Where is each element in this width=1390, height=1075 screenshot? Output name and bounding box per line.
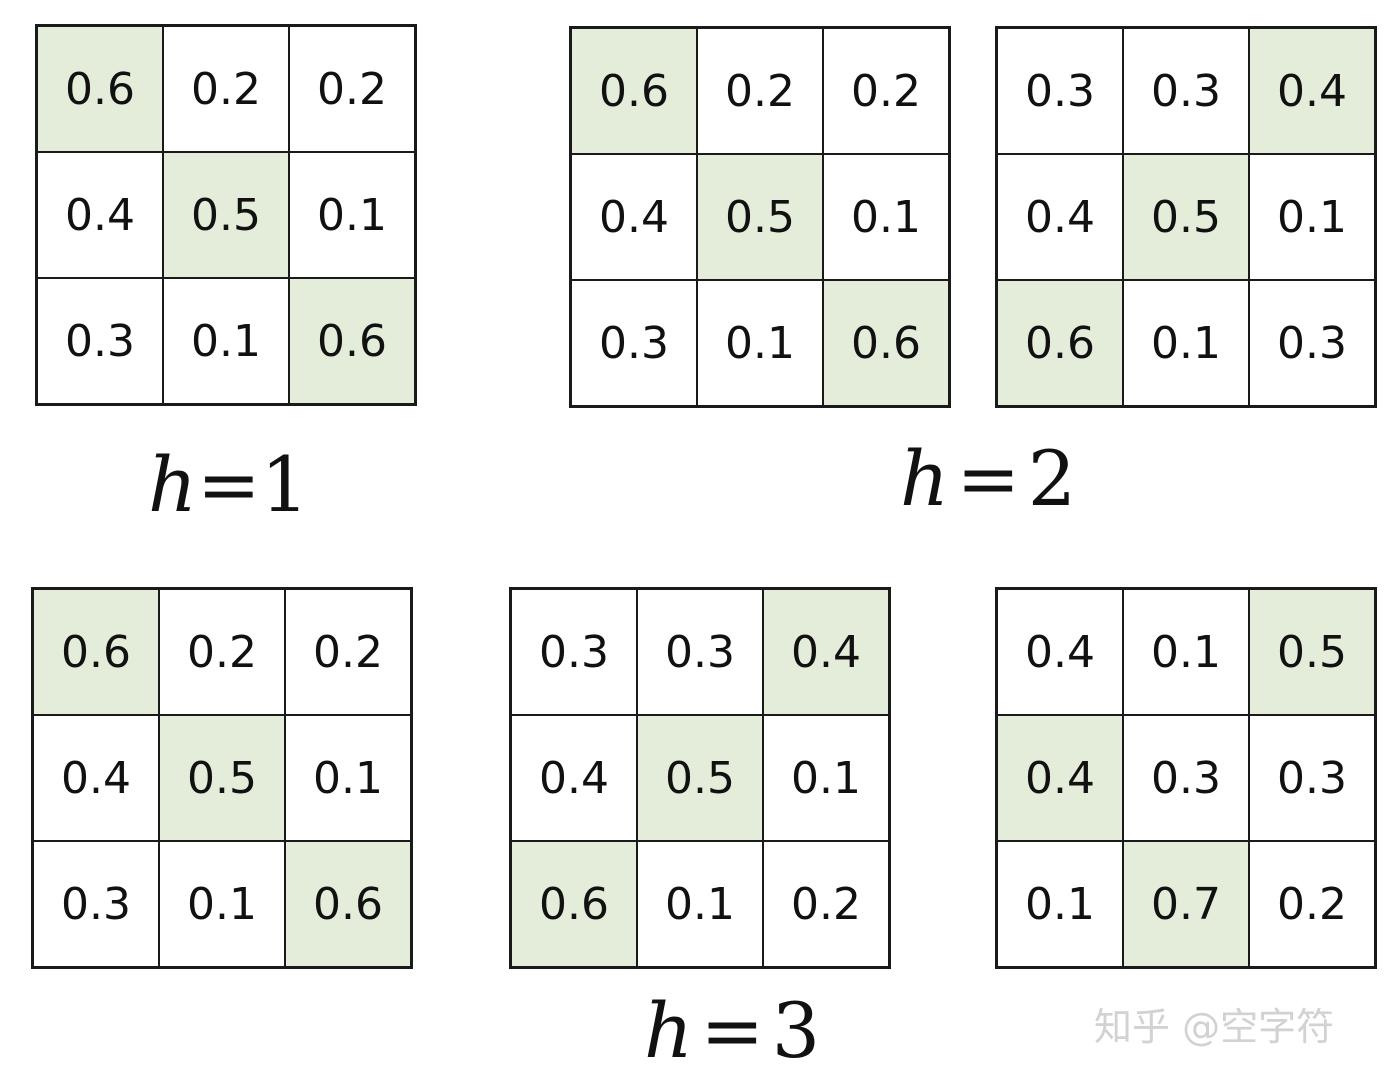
matrix-cell: 0.1 (1123, 589, 1249, 715)
matrix-cell: 0.5 (159, 715, 285, 841)
matrix-cell: 0.3 (571, 280, 697, 406)
caption-h3: h = 3 (644, 986, 820, 1075)
matrix-cell: 0.2 (285, 589, 411, 715)
matrix-cell: 0.3 (637, 589, 763, 715)
matrix-cell: 0.4 (1249, 28, 1375, 154)
caption-variable: h (148, 440, 197, 529)
matrix-cell: 0.5 (697, 154, 823, 280)
matrix-cell: 0.7 (1123, 841, 1249, 967)
caption-h2: h = 2 (900, 434, 1076, 523)
matrix-cell: 0.2 (697, 28, 823, 154)
matrix-cell: 0.1 (163, 278, 289, 404)
caption-variable: h (900, 434, 949, 523)
matrix-cell: 0.1 (1123, 280, 1249, 406)
matrix-cell: 0.1 (159, 841, 285, 967)
matrix-cell: 0.1 (637, 841, 763, 967)
matrix-cell: 0.5 (1249, 589, 1375, 715)
matrix-cell: 0.2 (763, 841, 889, 967)
matrix-cell: 0.2 (289, 26, 415, 152)
caption-equals: = (700, 986, 765, 1075)
matrix-cell: 0.4 (37, 152, 163, 278)
caption-value: 3 (771, 986, 821, 1075)
matrix-cell: 0.6 (511, 841, 637, 967)
matrix-cell: 0.2 (823, 28, 949, 154)
matrix-cell: 0.4 (997, 589, 1123, 715)
matrix-cell: 0.3 (997, 28, 1123, 154)
matrix-cell: 0.6 (33, 589, 159, 715)
caption-value: 1 (260, 440, 309, 529)
matrix-cell: 0.2 (1249, 841, 1375, 967)
matrix-cell: 0.4 (33, 715, 159, 841)
matrix-cell: 0.6 (997, 280, 1123, 406)
matrix-cell: 0.1 (763, 715, 889, 841)
matrix-cell: 0.5 (637, 715, 763, 841)
watermark: 知乎 @空字符 (1094, 1005, 1335, 1049)
matrix-cell: 0.4 (997, 154, 1123, 280)
matrix-cell: 0.2 (159, 589, 285, 715)
matrix-cell: 0.3 (1123, 28, 1249, 154)
matrix-cell: 0.5 (163, 152, 289, 278)
matrix-cell: 0.1 (997, 841, 1123, 967)
caption-h1: h=1 (148, 440, 309, 529)
matrix-cell: 0.6 (823, 280, 949, 406)
matrix-cell: 0.3 (33, 841, 159, 967)
matrix-cell: 0.6 (289, 278, 415, 404)
matrix-cell: 0.3 (1249, 715, 1375, 841)
matrix-cell: 0.4 (763, 589, 889, 715)
matrix-cell: 0.4 (571, 154, 697, 280)
matrix-cell: 0.1 (1249, 154, 1375, 280)
matrix-cell: 0.4 (997, 715, 1123, 841)
matrix-cell: 0.5 (1123, 154, 1249, 280)
matrix-cell: 0.1 (823, 154, 949, 280)
matrix-cell: 0.3 (37, 278, 163, 404)
matrix-cell: 0.4 (511, 715, 637, 841)
matrix-cell: 0.1 (289, 152, 415, 278)
caption-equals: = (956, 434, 1021, 523)
caption-equals: = (196, 440, 261, 529)
matrix-cell: 0.1 (285, 715, 411, 841)
matrix-cell: 0.6 (285, 841, 411, 967)
matrix-cell: 0.3 (1249, 280, 1375, 406)
matrix-cell: 0.3 (1123, 715, 1249, 841)
matrix-cell: 0.6 (571, 28, 697, 154)
matrix-cell: 0.3 (511, 589, 637, 715)
matrix-cell: 0.2 (163, 26, 289, 152)
caption-variable: h (644, 986, 693, 1075)
matrix-cell: 0.1 (697, 280, 823, 406)
caption-value: 2 (1027, 434, 1077, 523)
matrix-cell: 0.6 (37, 26, 163, 152)
